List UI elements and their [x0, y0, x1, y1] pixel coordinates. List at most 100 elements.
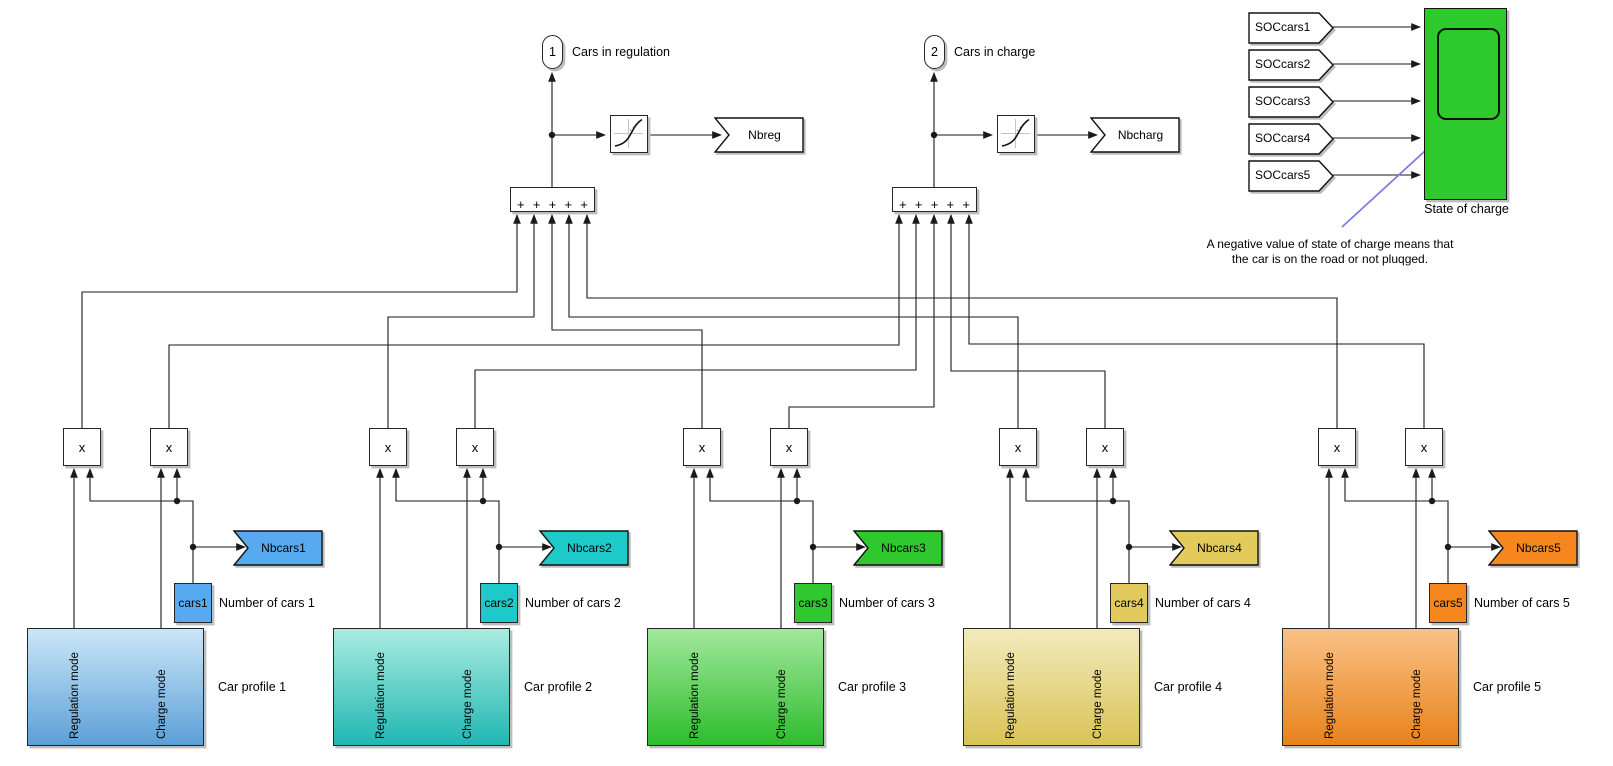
product-block-charge-4[interactable]: x — [1086, 428, 1124, 466]
subsystem-car-profile-1[interactable]: Regulation mode Charge mode — [27, 628, 204, 746]
goto-tag-nbreg[interactable]: Nbreg — [714, 117, 805, 154]
subsystem-car-profile-2[interactable]: Regulation mode Charge mode — [333, 628, 510, 746]
goto-tag-nbcars2[interactable]: Nbcars2 — [539, 530, 630, 567]
outport-1-label: Cars in regulation — [572, 45, 670, 59]
plus-sign: + — [548, 197, 557, 212]
scope-label: State of charge — [1424, 202, 1509, 216]
plus-sign: + — [532, 197, 541, 212]
annotation-line-2: the car is on the road or not pluqged. — [1231, 252, 1429, 266]
plus-sign: + — [962, 197, 970, 212]
outport-label-regulation-mode: Regulation mode — [375, 652, 387, 739]
constant-block-cars1[interactable]: cars1 — [174, 583, 212, 623]
constant-block-cars4[interactable]: cars4 — [1110, 583, 1148, 623]
from-tag-soccars4[interactable]: SOCcars4 — [1248, 123, 1335, 155]
from-tag-soccars2[interactable]: SOCcars2 — [1248, 49, 1335, 81]
constant-block-label: cars1 — [178, 596, 208, 610]
cars-count-label-3: Number of cars 3 — [839, 596, 935, 610]
product-symbol: x — [1420, 439, 1428, 455]
outport-label-regulation-mode: Regulation mode — [1005, 652, 1017, 739]
constant-block-cars3[interactable]: cars3 — [794, 583, 832, 623]
plus-sign: + — [946, 197, 955, 212]
outport-label-regulation-mode: Regulation mode — [689, 652, 701, 739]
product-symbol: x — [1333, 439, 1341, 455]
annotation-note: A negative value of state of charge mean… — [1155, 237, 1505, 267]
goto-tag-nbcharg[interactable]: Nbcharg — [1090, 117, 1181, 154]
profile-name-label-3: Car profile 3 — [838, 680, 907, 694]
constant-block-label: cars4 — [1114, 596, 1144, 610]
outport-label-regulation-mode: Regulation mode — [1324, 652, 1336, 739]
product-block-charge-1[interactable]: x — [150, 428, 188, 466]
constant-block-label: cars3 — [798, 596, 828, 610]
product-block-charge-3[interactable]: x — [770, 428, 808, 466]
goto-tag-nbcars5[interactable]: Nbcars5 — [1488, 530, 1579, 567]
outport-label-charge-mode: Charge mode — [1092, 669, 1104, 739]
scope-screen-icon — [1437, 28, 1500, 120]
sum-block-charge[interactable]: + + + + + — [892, 187, 977, 212]
from-tag-shape — [1248, 160, 1334, 192]
from-tag-shape — [1248, 49, 1334, 81]
plus-sign: + — [930, 197, 939, 212]
from-tag-soccars5[interactable]: SOCcars5 — [1248, 160, 1335, 192]
profile-name-label-4: Car profile 4 — [1154, 680, 1223, 694]
goto-tag-shape — [539, 530, 629, 566]
profile-name-label-5: Car profile 5 — [1473, 680, 1542, 694]
product-symbol: x — [698, 439, 706, 455]
goto-tag-nbcars4[interactable]: Nbcars4 — [1169, 530, 1260, 567]
cars-count-label-1: Number of cars 1 — [219, 596, 315, 610]
product-block-regulation-2[interactable]: x — [369, 428, 407, 466]
outport-1[interactable]: 1 — [542, 35, 563, 69]
plus-sign: + — [564, 197, 573, 212]
profile-name-label-2: Car profile 2 — [524, 680, 593, 694]
subsystem-car-profile-4[interactable]: Regulation mode Charge mode — [963, 628, 1140, 746]
outport-label-charge-mode: Charge mode — [156, 669, 168, 739]
outport-label-regulation-mode: Regulation mode — [69, 652, 81, 739]
constant-block-label: cars5 — [1433, 596, 1463, 610]
subsystem-car-profile-3[interactable]: Regulation mode Charge mode — [647, 628, 824, 746]
outport-2-label: Cars in charge — [954, 45, 1036, 59]
outport-label-charge-mode: Charge mode — [1411, 669, 1423, 739]
product-block-regulation-3[interactable]: x — [683, 428, 721, 466]
product-block-regulation-5[interactable]: x — [1318, 428, 1356, 466]
from-tag-soccars3[interactable]: SOCcars3 — [1248, 86, 1335, 118]
saturation-curve-icon — [614, 118, 643, 148]
profile-name-label-1: Car profile 1 — [218, 680, 287, 694]
sum-plus-signs: + + + + + — [893, 198, 976, 211]
goto-tag-nbcars3[interactable]: Nbcars3 — [853, 530, 944, 567]
product-symbol: x — [1014, 439, 1022, 455]
saturation-curve-icon — [1001, 118, 1030, 148]
goto-tag-shape — [233, 530, 323, 566]
goto-tag-shape — [714, 117, 804, 153]
product-block-charge-2[interactable]: x — [456, 428, 494, 466]
scope-block-state-of-charge[interactable] — [1424, 8, 1507, 200]
annotation-line-1: A negative value of state of charge mean… — [1206, 237, 1454, 251]
from-tag-soccars1[interactable]: SOCcars1 — [1248, 12, 1335, 44]
constant-block-label: cars2 — [484, 596, 514, 610]
from-tag-shape — [1248, 86, 1334, 118]
product-block-charge-5[interactable]: x — [1405, 428, 1443, 466]
subsystem-car-profile-5[interactable]: Regulation mode Charge mode — [1282, 628, 1459, 746]
product-symbol: x — [165, 439, 173, 455]
constant-block-cars2[interactable]: cars2 — [480, 583, 518, 623]
constant-block-cars5[interactable]: cars5 — [1429, 583, 1467, 623]
from-tag-shape — [1248, 123, 1334, 155]
plus-sign: + — [914, 197, 923, 212]
product-symbol: x — [785, 439, 793, 455]
plus-sign: + — [580, 197, 588, 212]
product-block-regulation-1[interactable]: x — [63, 428, 101, 466]
goto-tag-nbcars1[interactable]: Nbcars1 — [233, 530, 324, 567]
product-symbol: x — [78, 439, 86, 455]
product-block-regulation-4[interactable]: x — [999, 428, 1037, 466]
outport-1-number: 1 — [549, 45, 556, 59]
saturation-block-charge[interactable] — [997, 115, 1035, 153]
cars-count-label-4: Number of cars 4 — [1155, 596, 1251, 610]
product-symbol: x — [1101, 439, 1109, 455]
outport-label-charge-mode: Charge mode — [776, 669, 788, 739]
outport-2[interactable]: 2 — [924, 35, 945, 69]
sum-block-regulation[interactable]: + + + + + — [510, 187, 595, 212]
product-symbol: x — [471, 439, 479, 455]
cars-count-label-5: Number of cars 5 — [1474, 596, 1570, 610]
product-symbol: x — [384, 439, 392, 455]
saturation-block-regulation[interactable] — [610, 115, 648, 153]
